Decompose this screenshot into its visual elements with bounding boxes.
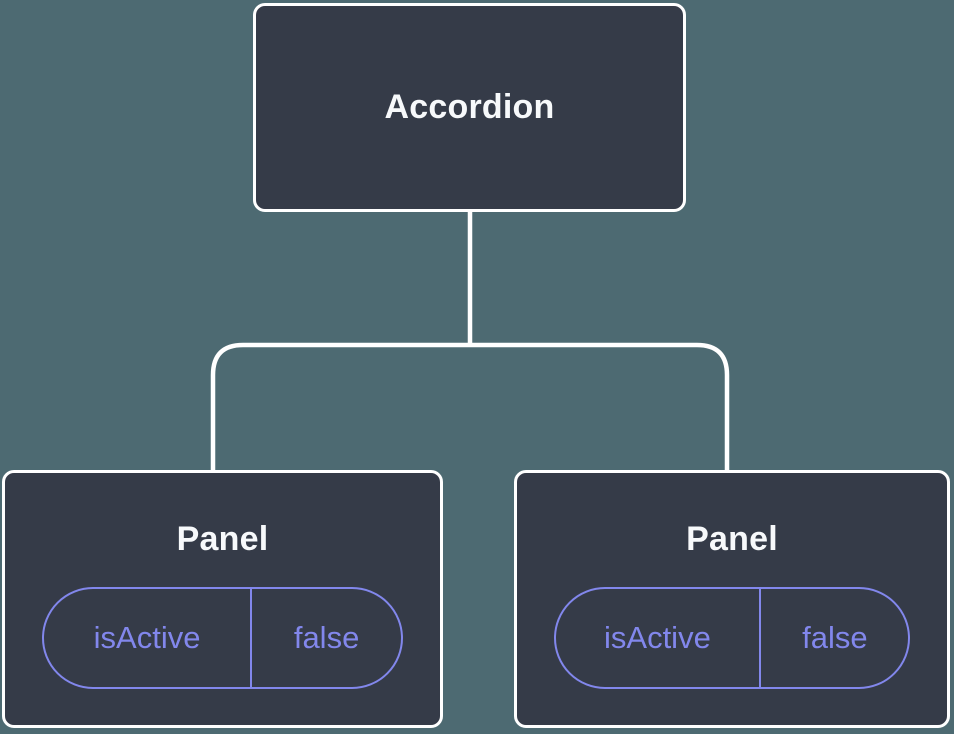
state-pill: isActive false: [553, 587, 911, 689]
panel-node-label: Panel: [176, 520, 269, 558]
state-name: isActive: [44, 589, 253, 687]
state-pill: isActive false: [41, 587, 404, 689]
node-accordion: Accordion: [253, 3, 686, 212]
state-value: false: [802, 620, 868, 655]
node-panel-right: Panel isActive false: [514, 470, 950, 728]
node-panel-left: Panel isActive false: [2, 470, 443, 728]
connector-bracket: [210, 342, 730, 473]
accordion-node-label: Accordion: [384, 88, 555, 126]
panel-node-label: Panel: [686, 520, 778, 558]
state-name: isActive: [556, 589, 762, 687]
state-value: false: [293, 620, 360, 655]
